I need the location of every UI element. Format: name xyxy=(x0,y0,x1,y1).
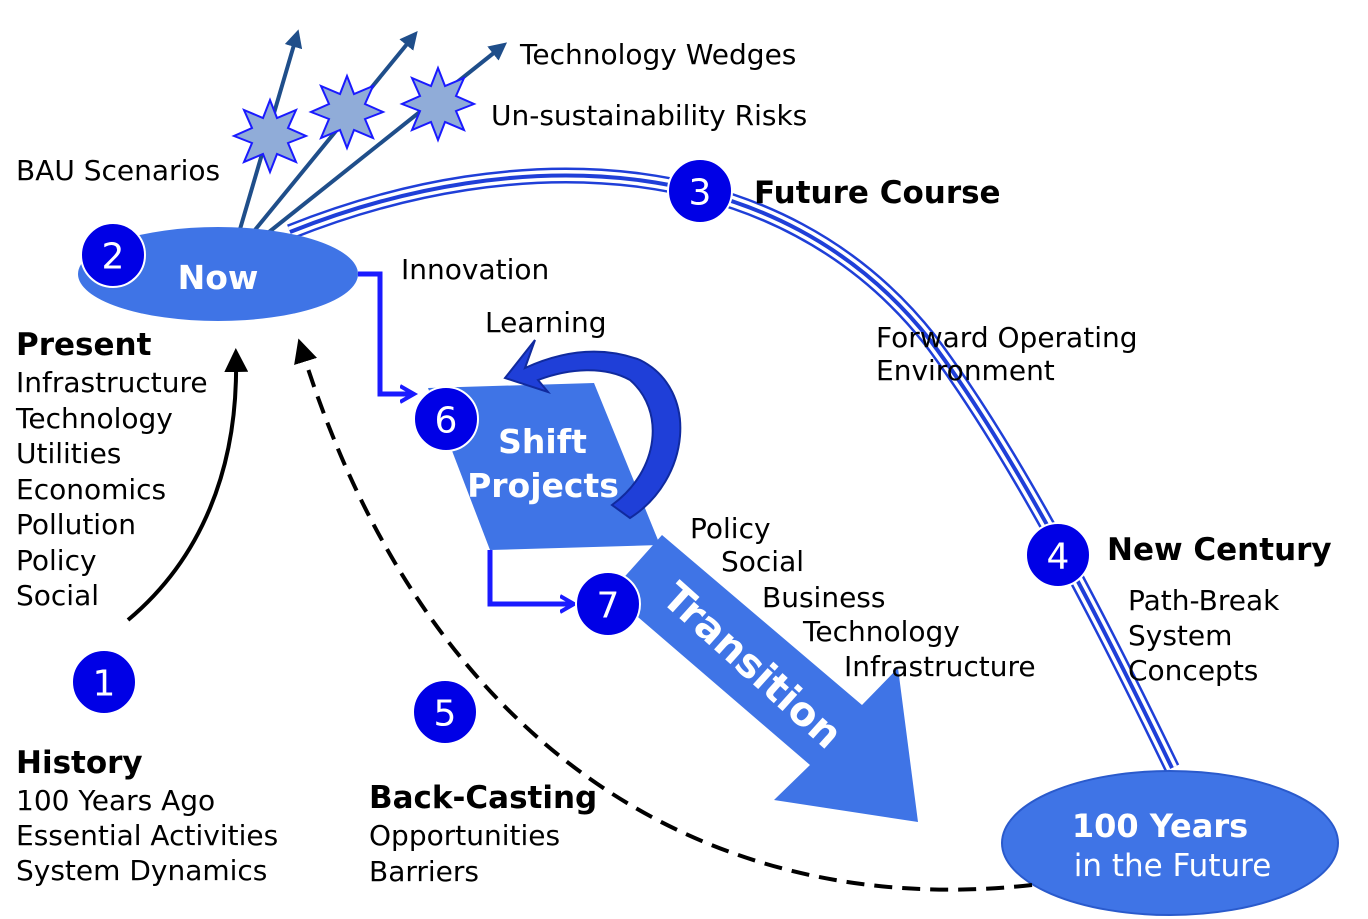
present-item: Pollution xyxy=(16,508,136,541)
step-circles xyxy=(71,158,1091,745)
present-item: Infrastructure xyxy=(16,366,208,399)
history-item: System Dynamics xyxy=(16,854,268,887)
present-item: Technology xyxy=(16,401,173,435)
unsustainability-risks-label: Un-sustainability Risks xyxy=(491,99,808,132)
backcasting-heading: Back-Casting xyxy=(369,780,598,816)
future-label-line1: 100 Years xyxy=(1071,807,1249,845)
step-1-circle xyxy=(71,649,137,715)
shift-projects-box xyxy=(428,383,660,550)
history-heading: History xyxy=(16,745,143,781)
step-3-number: 3 xyxy=(689,173,712,214)
transition-item-infrastructure: Infrastructure xyxy=(844,650,1036,683)
step-4-number: 4 xyxy=(1047,537,1070,578)
history-list: 100 Years Ago Essential Activities Syste… xyxy=(16,783,278,888)
present-item: Utilities xyxy=(16,437,122,470)
present-item: Policy xyxy=(16,543,97,577)
transition-item-social: Social xyxy=(721,545,805,578)
learning-loop-arrow xyxy=(503,339,682,520)
risk-star-icons xyxy=(231,65,477,175)
step-2-number: 2 xyxy=(102,237,125,278)
risk-star-icon xyxy=(308,73,386,151)
present-item: Economics xyxy=(16,472,167,506)
backcasting-list: Opportunities Barriers xyxy=(369,818,560,890)
backcasting-arrow xyxy=(294,338,1033,892)
history-item: Essential Activities xyxy=(16,819,279,852)
step-4-circle xyxy=(1025,522,1091,588)
risk-star-icon xyxy=(399,65,477,143)
new-century-heading: New Century xyxy=(1107,532,1332,568)
transition-arrow xyxy=(610,535,918,822)
transition-item-technology: Technology xyxy=(803,615,960,648)
shift-to-transition-connector xyxy=(487,550,572,604)
risk-star-icon xyxy=(231,97,309,175)
now-to-shift-connector xyxy=(358,271,412,394)
new-century-item: Path-Break xyxy=(1128,584,1280,617)
new-century-item: Concepts xyxy=(1128,654,1259,687)
transition-item-business: Business xyxy=(762,581,886,614)
step-1-number: 1 xyxy=(93,664,116,705)
backcasting-item: Barriers xyxy=(369,855,480,888)
present-heading: Present xyxy=(16,327,152,363)
present-item: Social xyxy=(16,579,100,612)
bau-scenarios-label: BAU Scenarios xyxy=(16,154,221,187)
history-item: 100 Years Ago xyxy=(16,784,216,817)
forward-operating-label-line1: Forward Operating xyxy=(876,321,1138,354)
step-5-circle xyxy=(412,679,478,745)
step-2-circle xyxy=(80,222,146,288)
present-list: Infrastructure Technology Utilities Econ… xyxy=(16,365,208,614)
learning-label: Learning xyxy=(485,306,607,339)
technology-wedges-label: Technology Wedges xyxy=(520,38,797,71)
future-label-line2: in the Future xyxy=(1073,848,1272,884)
step-6-number: 6 xyxy=(435,401,458,442)
step-7-number: 7 xyxy=(597,586,620,627)
shift-projects-label-line1: Shift xyxy=(498,422,587,461)
now-label: Now xyxy=(177,258,259,297)
future-ellipse xyxy=(1001,770,1339,916)
future-course-path xyxy=(287,167,1180,772)
forward-operating-label-line2: Environment xyxy=(876,354,1055,387)
future-course-label: Future Course xyxy=(754,175,1001,211)
step-5-number: 5 xyxy=(434,694,457,735)
backcasting-item: Opportunities xyxy=(369,819,561,852)
new-century-item: System xyxy=(1128,619,1233,652)
innovation-label: Innovation xyxy=(401,253,550,286)
shift-projects-label-line2: Projects xyxy=(467,466,619,505)
step-3-circle xyxy=(667,158,733,224)
now-ellipse xyxy=(78,227,358,321)
step-7-circle xyxy=(575,571,641,637)
step-6-circle xyxy=(413,386,479,452)
history-to-now-arrow xyxy=(126,348,249,622)
new-century-list: Path-Break System Concepts xyxy=(1128,583,1279,688)
transition-item-policy: Policy xyxy=(690,512,771,545)
